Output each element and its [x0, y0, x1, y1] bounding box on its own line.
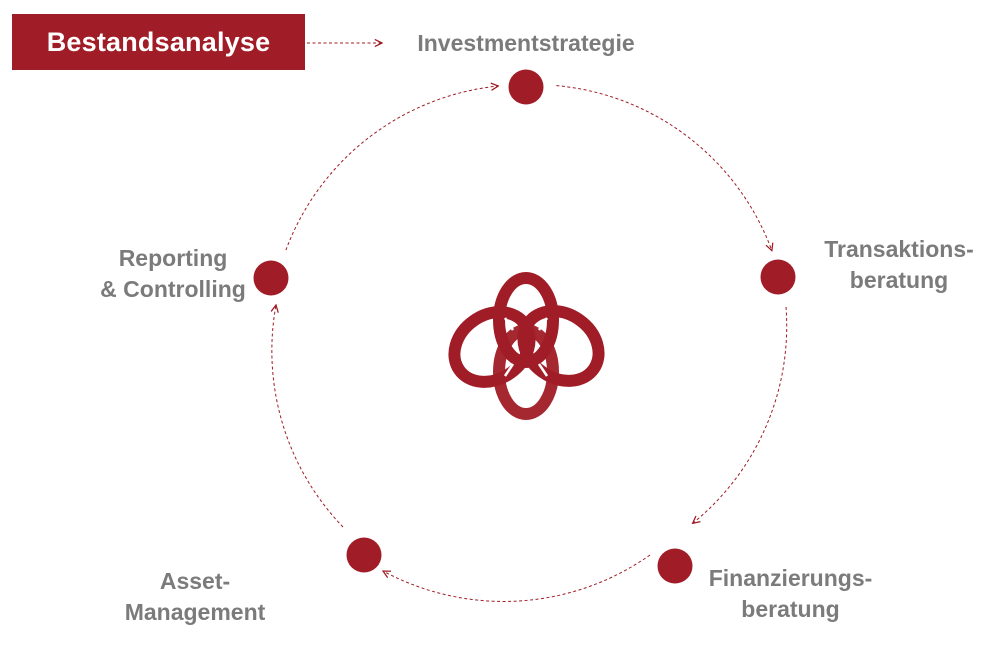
node-asset-management: [346, 537, 382, 573]
arc-transaktion-to-finanzierung: [693, 306, 788, 523]
label-line: Finanzierungs-: [708, 565, 873, 591]
label-line: Investmentstrategie: [417, 30, 635, 56]
arc-investment-to-transaktion: [556, 85, 772, 251]
node-finanzierungsberatung: [657, 548, 693, 584]
arc-finanzierung-to-asset: [383, 554, 651, 602]
node-investmentstrategie: [508, 69, 544, 105]
label-asset-management: Asset- Management: [106, 566, 284, 628]
label-investmentstrategie: Investmentstrategie: [395, 28, 657, 59]
logo-ring-gaps: [503, 317, 549, 377]
label-line: Management: [124, 599, 266, 625]
node-reporting-controlling: [253, 260, 289, 296]
label-line: beratung: [849, 267, 949, 293]
label-finanzierungsberatung: Finanzierungs- beratung: [688, 563, 893, 625]
label-reporting-controlling: Reporting & Controlling: [83, 243, 263, 305]
label-line: & Controlling: [100, 276, 246, 302]
arc-asset-to-reporting: [272, 305, 344, 528]
label-line: Transaktions-: [824, 236, 974, 262]
label-transaktionsberatung: Transaktions- beratung: [805, 234, 993, 296]
label-line: Reporting: [118, 245, 228, 271]
arc-reporting-to-investment: [285, 86, 498, 251]
node-transaktionsberatung: [760, 259, 796, 295]
label-line: Asset-: [159, 568, 231, 594]
interlocked-rings-logo: [448, 272, 605, 420]
bestandsanalyse-badge: Bestandsanalyse: [12, 14, 305, 70]
label-line: beratung: [741, 596, 840, 622]
